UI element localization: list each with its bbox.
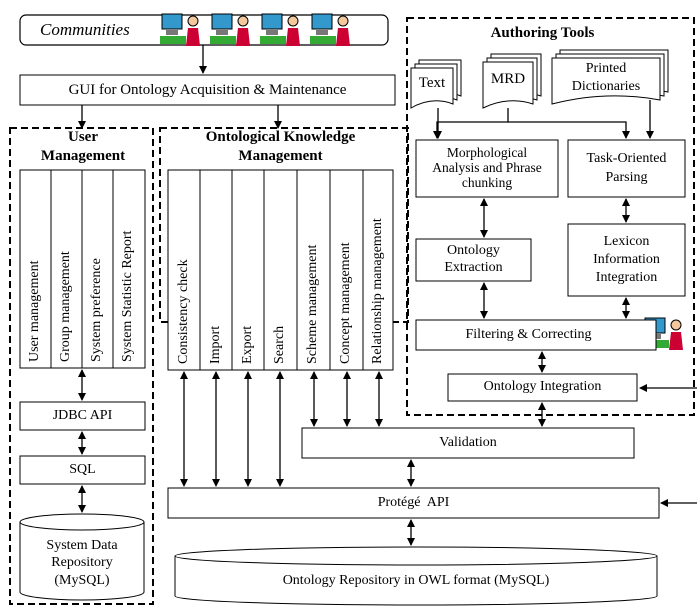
text-document-stack: [410, 59, 462, 109]
okm-title: Ontological Knowledge Management: [205, 129, 356, 164]
mrd-document-stack: [482, 53, 542, 109]
export-module: Export: [240, 325, 255, 364]
person-computer-icon: [160, 13, 200, 46]
relationship-management-module: Relationship management: [370, 218, 385, 364]
jdbc-box: [19, 401, 146, 431]
validation-label: Validation: [439, 434, 497, 450]
text-source-label: Text: [418, 75, 446, 91]
ontology-integration-box: [447, 373, 638, 402]
person-computer-icon: [210, 13, 250, 46]
task-box: [567, 139, 686, 198]
jdbc-label: JDBC API: [52, 407, 113, 423]
protege-api-label: Protégé API: [377, 494, 450, 510]
concept-management-module: Concept management: [338, 242, 353, 364]
system-statistic-report-module: System Statistic Report: [120, 230, 135, 362]
search-module: Search: [272, 325, 287, 364]
lexicon-label: Lexicon Information Integration: [593, 233, 660, 286]
authoring-tools-region: [406, 17, 695, 416]
person-computer-icon: [310, 13, 350, 46]
communities-label: Communities: [40, 19, 130, 39]
gui-box: [19, 74, 396, 106]
printed-dictionaries-document-stack: [551, 49, 669, 105]
user-management-module: User management: [27, 260, 42, 362]
task-label: Task-Oriented Parsing: [586, 150, 667, 185]
mrd-source-label: MRD: [490, 71, 526, 87]
system-data-repository-label: System Data Repository (MySQL): [46, 537, 118, 588]
filtering-box: [415, 319, 657, 351]
morph-label: Morphological Analysis and Phrase chunki…: [432, 145, 542, 190]
gui-label: GUI for Ontology Acquisition & Maintenan…: [68, 82, 347, 98]
owl-repository-cylinder: [174, 546, 658, 606]
consistency-check-module: Consistency check: [176, 259, 191, 364]
scheme-management-module: Scheme management: [305, 244, 320, 364]
extraction-box: [415, 238, 532, 282]
user-management-title: User Management: [40, 129, 126, 164]
lexicon-box: [567, 223, 686, 297]
person-computer-icon: [260, 13, 300, 46]
system-data-repository-cylinder: [19, 513, 145, 601]
system-preference-module: System preference: [89, 258, 104, 362]
protege-api-box: [167, 487, 660, 519]
authoring-tools-title: Authoring Tools: [490, 25, 595, 41]
printed-dictionaries-label: Printed Dictionaries: [571, 60, 641, 94]
import-module: Import: [208, 325, 223, 364]
sql-label: SQL: [69, 461, 96, 477]
morph-box: [415, 139, 559, 198]
filtering-label: Filtering & Correcting: [465, 326, 592, 342]
owl-repository-label: Ontology Repository in OWL format (MySQL…: [282, 572, 550, 588]
sql-box: [19, 455, 146, 485]
group-management-module: Group management: [58, 251, 73, 362]
validation-box: [301, 427, 635, 459]
extraction-label: Ontology Extraction: [444, 243, 503, 275]
ontology-integration-label: Ontology Integration: [483, 379, 602, 395]
